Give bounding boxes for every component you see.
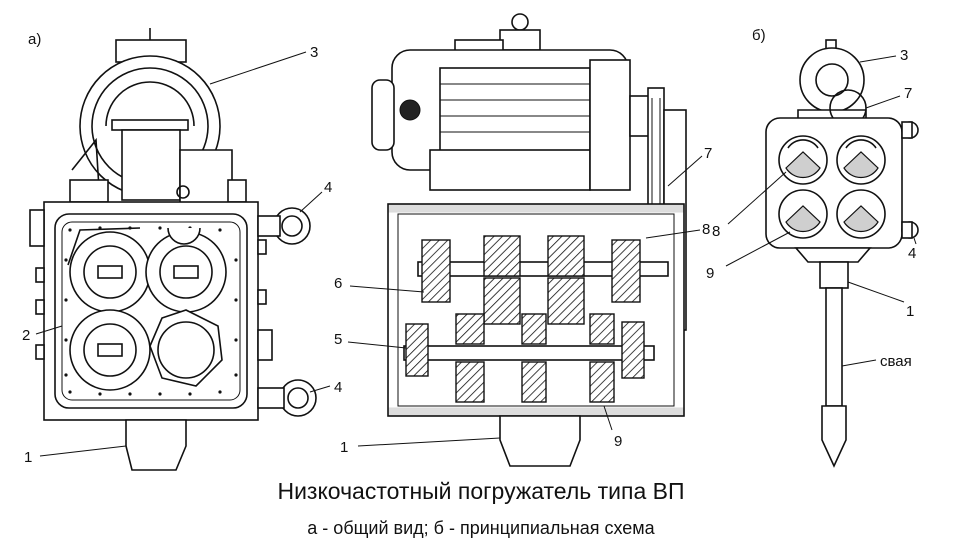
callout-8: 8 xyxy=(702,221,710,238)
motor-middle xyxy=(371,13,659,191)
callout-1: 1 xyxy=(340,439,348,456)
pile-label: свая xyxy=(880,353,912,370)
view-a-label: а) xyxy=(28,31,41,48)
unbalance-b xyxy=(778,135,828,185)
unbalance-b xyxy=(836,189,886,239)
callout-3: 3 xyxy=(310,44,318,61)
unbalance-wheel xyxy=(145,227,227,313)
figure-subtitle: а - общий вид; б - принципиальная схема xyxy=(307,518,655,538)
callout-5: 5 xyxy=(334,331,342,348)
view-b-label: б) xyxy=(752,27,766,44)
motor-b xyxy=(799,47,865,113)
callout-9: 9 xyxy=(706,265,714,282)
callout-6: 6 xyxy=(334,275,342,292)
figure-title: Низкочастотный погружатель типа ВП xyxy=(277,478,685,504)
pile-cap-a xyxy=(125,419,187,471)
callout-2: 2 xyxy=(22,327,30,344)
pile xyxy=(821,287,847,468)
view-middle-section: 7 8 6 5 1 9 xyxy=(334,13,712,467)
unbalance-b xyxy=(836,135,886,185)
callout-9: 9 xyxy=(614,433,622,450)
callout-4: 4 xyxy=(334,379,342,396)
callout-7: 7 xyxy=(704,145,712,162)
upper-shaft xyxy=(417,235,669,325)
spring-ear xyxy=(257,207,311,245)
view-b-schematic: б) xyxy=(706,27,919,468)
callout-3: 3 xyxy=(900,47,908,64)
view-a-general: а) xyxy=(22,28,342,471)
callout-4: 4 xyxy=(324,179,332,196)
callout-8: 8 xyxy=(712,223,720,240)
housing-a xyxy=(29,201,273,421)
unbalance-b xyxy=(778,189,828,239)
callout-1: 1 xyxy=(906,303,914,320)
unbalance-wheel xyxy=(69,309,151,391)
callout-7: 7 xyxy=(904,85,912,102)
callout-1: 1 xyxy=(24,449,32,466)
spring-ear xyxy=(257,379,317,417)
motor-a xyxy=(69,28,247,206)
lower-shaft xyxy=(403,313,655,403)
unbalance-wheel xyxy=(149,309,223,387)
callout-4: 4 xyxy=(908,245,916,262)
pile-cap-middle xyxy=(499,415,581,467)
